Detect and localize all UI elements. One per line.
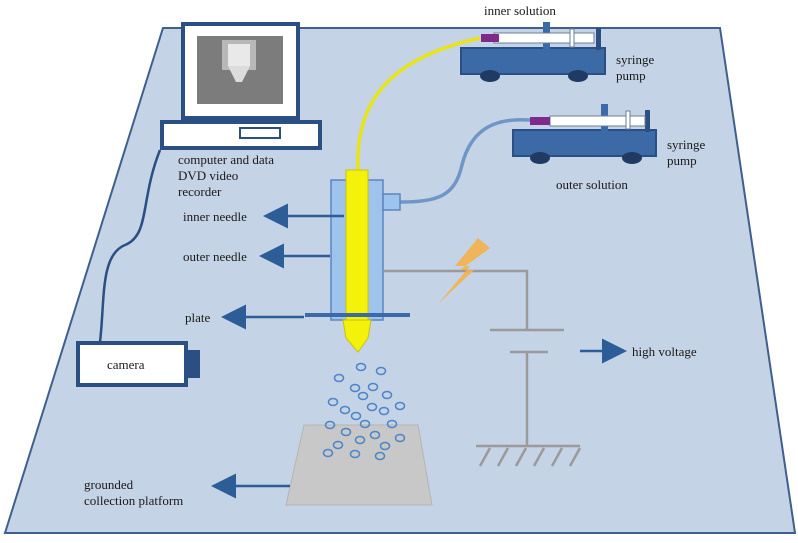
plate-label: plate	[185, 310, 211, 325]
computer-label-line-2: DVD video	[178, 168, 239, 183]
camera-label: camera	[107, 357, 145, 372]
outer-needle-label: outer needle	[183, 249, 247, 264]
computer-label-line-1: computer and data	[178, 152, 275, 167]
inner-needle-label: inner needle	[183, 209, 247, 224]
syringe-pump-icon	[460, 22, 606, 82]
needle-tip	[342, 319, 372, 353]
outer-solution-label: outer solution	[556, 177, 628, 192]
collection-platform	[285, 424, 433, 506]
inner-needle	[345, 169, 369, 321]
platform-label-line-1: grounded	[84, 477, 134, 492]
high-voltage-label: high voltage	[632, 344, 697, 359]
syringe-pump-top-label: syringe	[616, 52, 655, 67]
camera-icon	[76, 341, 200, 387]
side-port	[382, 193, 401, 211]
syringe-pump-top-label-2: pump	[616, 68, 646, 83]
platform-label-line-2: collection platform	[84, 493, 184, 508]
ground-symbol-icon	[476, 444, 582, 467]
plate	[305, 313, 410, 317]
lightning-spark-icon	[438, 238, 490, 304]
outer-solution-tube	[399, 117, 531, 204]
computer-monitor-icon	[160, 22, 322, 150]
inner-solution-tube	[356, 36, 481, 173]
syringe-pump-icon	[512, 104, 657, 164]
camera-cable	[98, 149, 162, 343]
syringe-pump-mid-label-2: pump	[667, 153, 697, 168]
inner-solution-label: inner solution	[484, 3, 556, 18]
high-voltage-circuit	[383, 269, 564, 445]
syringe-pump-mid-label: syringe	[667, 137, 706, 152]
droplet-spray	[322, 362, 406, 461]
computer-label-line-3: recorder	[178, 184, 222, 199]
